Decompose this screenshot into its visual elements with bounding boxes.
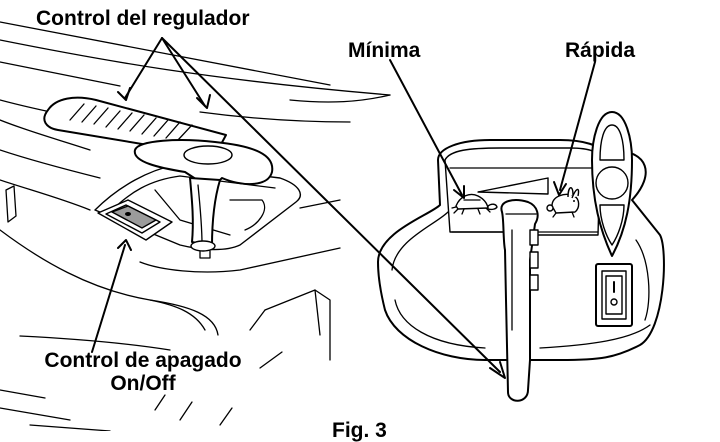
shutoff-label-line2: On/Off <box>110 372 176 395</box>
panel-lever <box>500 199 539 402</box>
figure-diagram <box>0 21 665 431</box>
leader-lines <box>91 37 596 379</box>
engine-drawing <box>0 21 665 431</box>
fast-speed-label: Rápida <box>565 39 636 62</box>
throttle-lever <box>43 96 274 259</box>
shutoff-control-label: Control de apagado On/Off <box>28 350 258 394</box>
minimum-speed-label: Mínima <box>348 39 421 62</box>
shutoff-label-line1: Control de apagado <box>44 349 242 372</box>
onoff-switch-left <box>97 199 173 241</box>
engine-housing <box>0 21 391 431</box>
primer-knob <box>591 111 633 257</box>
onoff-switch-right <box>595 263 633 327</box>
rabbit-icon <box>546 187 580 218</box>
throttle-control-label: Control del regulador <box>36 7 250 30</box>
